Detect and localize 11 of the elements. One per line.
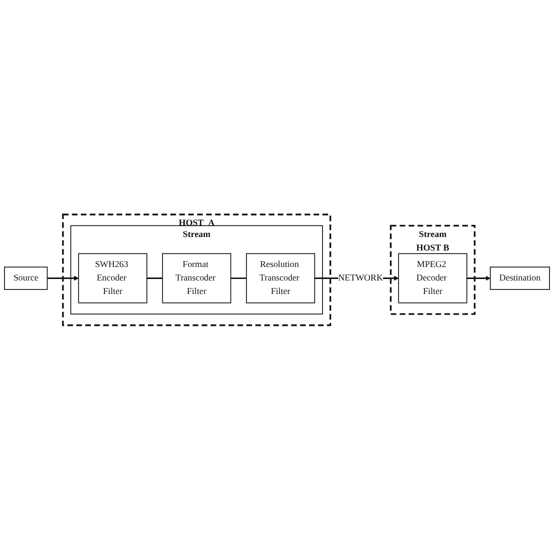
edge-label: NETWORK <box>338 272 383 282</box>
node-box: Resolution Transcoder Filter <box>246 252 316 303</box>
arrow <box>47 275 79 280</box>
node-box: MPEG2 Decoder Filter <box>398 252 468 303</box>
connector <box>146 277 162 279</box>
arrow <box>466 275 491 280</box>
node-box: SWH263 Encoder Filter <box>78 252 148 303</box>
node-box: Source <box>4 266 48 290</box>
node-box: Format Transcoder Filter <box>162 252 232 303</box>
connector <box>230 277 246 279</box>
node-box: Destination <box>490 266 550 290</box>
